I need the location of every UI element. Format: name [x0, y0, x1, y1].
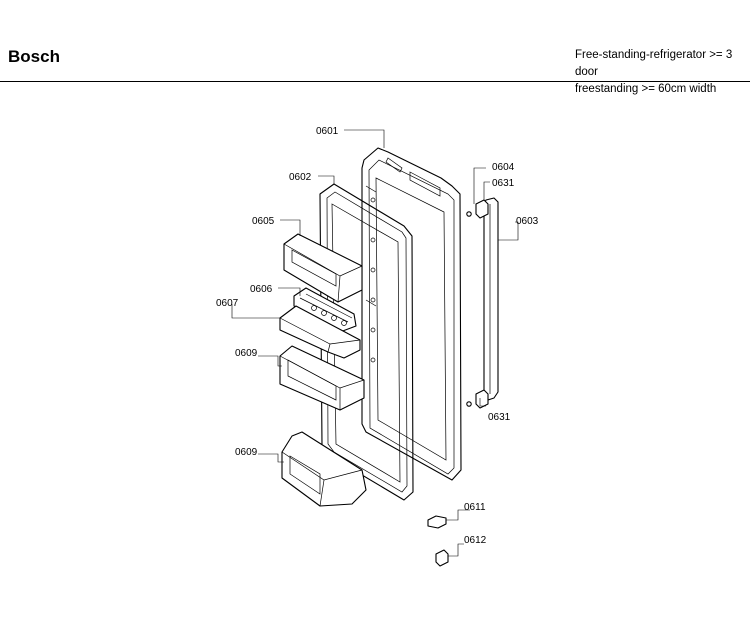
callout-0602: 0602 [289, 172, 312, 183]
callout-0601: 0601 [316, 126, 339, 137]
page-header: Bosch Free-standing-refrigerator >= 3 do… [0, 0, 750, 95]
appliance-description: Free-standing-refrigerator >= 3 door fre… [575, 47, 750, 98]
part-door-handle[interactable] [483, 197, 499, 401]
callout-0606: 0606 [250, 284, 273, 295]
description-line-1: Free-standing-refrigerator >= 3 door [575, 49, 733, 78]
part-shelf-0606-0607[interactable] [279, 287, 361, 359]
part-handle-cap-upper[interactable] [475, 199, 489, 219]
callout-0607: 0607 [216, 298, 239, 309]
part-bin-0609-upper[interactable] [279, 345, 365, 411]
callout-0631-upper: 0631 [492, 178, 515, 189]
leader-lines [231, 129, 519, 557]
part-handle-cap-lower[interactable] [475, 389, 489, 409]
part-0612[interactable] [435, 549, 449, 567]
callout-labels: 0601 0602 0604 0631 0603 0605 0606 0607 … [216, 126, 539, 546]
callout-0631-lower: 0631 [488, 412, 511, 423]
callout-0609-upper: 0609 [235, 348, 258, 359]
brand-name: Bosch [8, 47, 60, 66]
part-bin-0605[interactable] [283, 233, 363, 303]
callout-0604: 0604 [492, 162, 515, 173]
callout-0609-lower: 0609 [235, 447, 258, 458]
callout-0612: 0612 [464, 535, 487, 546]
callout-0605: 0605 [252, 216, 275, 227]
part-bin-0609-lower[interactable] [281, 431, 367, 507]
part-door-outer[interactable] [361, 147, 462, 481]
part-0611[interactable] [427, 515, 447, 529]
callout-0603: 0603 [516, 216, 539, 227]
description-line-2: freestanding >= 60cm width [575, 83, 717, 95]
part-screw-0604[interactable] [466, 211, 472, 407]
header-divider [0, 81, 750, 82]
callout-0611: 0611 [464, 502, 486, 513]
